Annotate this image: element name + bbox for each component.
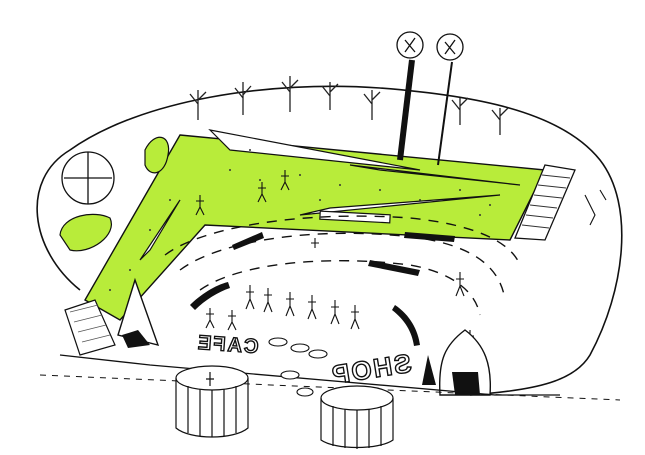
shop-kiosk — [320, 385, 394, 449]
balloon-sculptures — [396, 31, 464, 166]
lawn-paths — [139, 129, 521, 261]
cafe-tables — [268, 337, 328, 397]
sketch-marks — [584, 189, 607, 226]
long-bench — [319, 210, 391, 224]
cafe-kiosk — [175, 365, 249, 438]
left-pavilion — [64, 277, 160, 356]
shrub-patch — [144, 136, 170, 174]
shrub-patch — [59, 213, 112, 252]
grass-texture — [109, 149, 491, 291]
ground-dash — [39, 374, 621, 401]
site-boundary — [36, 85, 623, 396]
circulation-rings — [164, 215, 521, 316]
tree-row — [189, 76, 509, 135]
stairs — [514, 164, 576, 241]
benches — [190, 232, 455, 346]
ground-edge — [59, 354, 560, 396]
round-feature — [61, 151, 115, 205]
right-pavilion — [422, 329, 492, 396]
cafe-sign: CAFE — [195, 331, 260, 359]
